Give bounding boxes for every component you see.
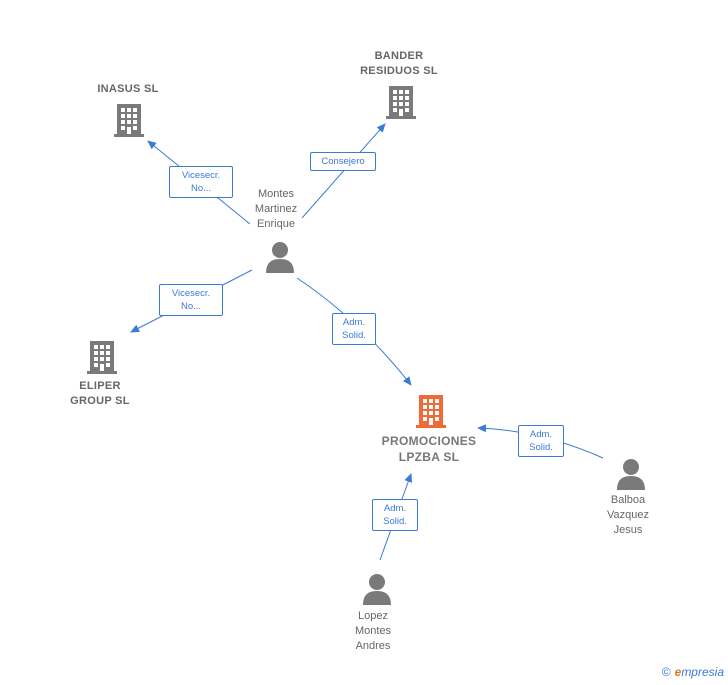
edge-label-balboa-promociones[interactable]: Adm. Solid. xyxy=(518,425,564,457)
node-inasus[interactable]: INASUS SL xyxy=(78,82,178,97)
node-label: Montes Martinez Enrique xyxy=(254,188,298,230)
node-eliper[interactable]: ELIPER GROUP SL xyxy=(52,379,148,409)
building-icon xyxy=(87,341,117,374)
person-icon xyxy=(363,574,391,605)
edge-montes-bander xyxy=(301,123,386,219)
edge-label-montes-bander[interactable]: Consejero xyxy=(310,152,376,171)
person-icon xyxy=(617,459,645,490)
node-promociones[interactable]: PROMOCIONES LPZBA SL xyxy=(364,433,494,465)
node-balboa[interactable]: Balboa Vazquez Jesus xyxy=(590,493,666,538)
edge-label-montes-inasus[interactable]: Vicesecr. No... xyxy=(169,166,233,198)
building-icon xyxy=(114,104,144,137)
building-icon xyxy=(386,86,416,119)
brand-logo-e: e xyxy=(674,665,682,679)
node-label: Lopez Montes Andres xyxy=(354,610,392,652)
node-label: Balboa Vazquez Jesus xyxy=(607,494,649,536)
node-label: INASUS SL xyxy=(97,83,159,95)
node-bander[interactable]: BANDER RESIDUOS SL xyxy=(344,49,454,79)
person-icon xyxy=(266,242,294,273)
building-icon xyxy=(416,395,446,428)
edge-label-lopez-promociones[interactable]: Adm. Solid. xyxy=(372,499,418,531)
node-label: PROMOCIONES LPZBA SL xyxy=(381,434,477,464)
node-label: BANDER RESIDUOS SL xyxy=(360,50,438,77)
footer-brand: ©empresia xyxy=(662,665,724,679)
node-label: ELIPER GROUP SL xyxy=(70,380,130,407)
copyright-symbol: © xyxy=(661,665,671,679)
node-lopez[interactable]: Lopez Montes Andres xyxy=(335,609,411,654)
node-montes[interactable]: Montes Martinez Enrique xyxy=(236,187,316,232)
edge-label-montes-promociones[interactable]: Adm. Solid. xyxy=(332,313,376,345)
edge-label-montes-eliper[interactable]: Vicesecr. No... xyxy=(159,284,223,316)
brand-logo-text: mpresia xyxy=(681,665,724,679)
